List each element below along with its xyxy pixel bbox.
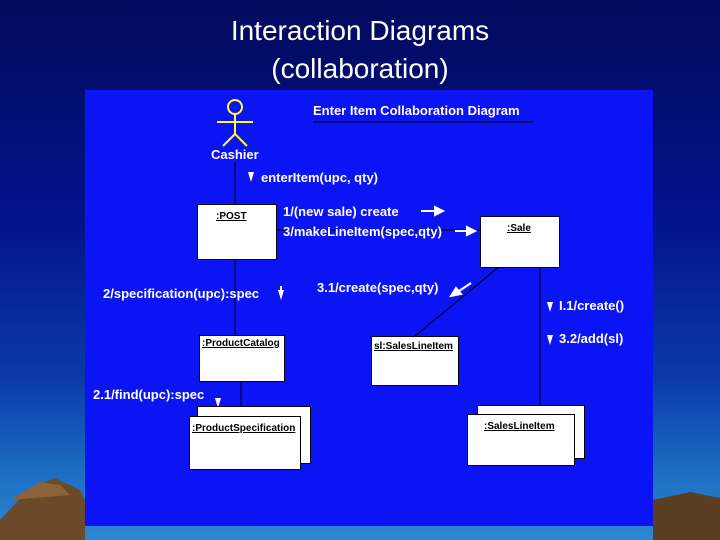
msg-enter-item: enterItem(upc, qty) <box>261 170 379 185</box>
msg-add-sl: 3.2/add(sl) <box>559 331 624 346</box>
object-product-specification[interactable]: :ProductSpecification <box>189 416 301 470</box>
slide-title: Interaction Diagrams <box>230 15 490 46</box>
object-post[interactable]: :POST <box>197 204 277 260</box>
diagram-connectors <box>215 99 553 420</box>
arrow-find-upc <box>215 398 221 408</box>
object-post-label: :POST <box>216 211 247 222</box>
msg-find-upc: 2.1/find(upc):spec <box>93 387 205 402</box>
actor-icon <box>217 99 253 147</box>
msg-new-sale: 1/(new sale) create <box>283 204 399 219</box>
msg-make-line-item: 3/makeLineItem(spec,qty) <box>283 224 442 239</box>
diagram-panel: Enter Item Collaboration Diagram Cashier… <box>85 90 653 526</box>
object-sales-line-item-new-label: sl:SalesLineItem <box>374 341 453 352</box>
msg-specification: 2/specification(upc):spec <box>103 286 260 301</box>
arrow-create-spec <box>448 282 472 298</box>
link-sale-slitem <box>414 265 501 337</box>
slide-subtitle: (collaboration) <box>271 53 449 84</box>
object-product-catalog[interactable]: :ProductCatalog <box>199 335 285 382</box>
arrow-make-line-item <box>455 225 478 237</box>
msg-create-i1: I.1/create() <box>559 298 625 313</box>
arrow-enter-item <box>248 172 254 182</box>
msg-create-spec: 3.1/create(spec,qty) <box>317 280 439 295</box>
object-product-specification-label: :ProductSpecification <box>192 423 296 434</box>
object-sale-label: :Sale <box>507 223 531 234</box>
arrow-create-i1 <box>547 302 553 312</box>
actor-label: Cashier <box>211 147 259 162</box>
arrow-add-sl <box>547 335 553 345</box>
object-sale[interactable]: :Sale <box>480 216 560 268</box>
arrow-specification <box>278 286 284 300</box>
object-sales-line-item-multi-label: :SalesLineItem <box>484 421 555 432</box>
object-sales-line-item-multi[interactable]: :SalesLineItem <box>467 414 575 466</box>
object-sales-line-item-new[interactable]: sl:SalesLineItem <box>371 336 459 386</box>
diagram-heading: Enter Item Collaboration Diagram <box>313 103 520 118</box>
object-product-catalog-label: :ProductCatalog <box>202 338 280 349</box>
arrow-new-sale <box>421 205 446 217</box>
